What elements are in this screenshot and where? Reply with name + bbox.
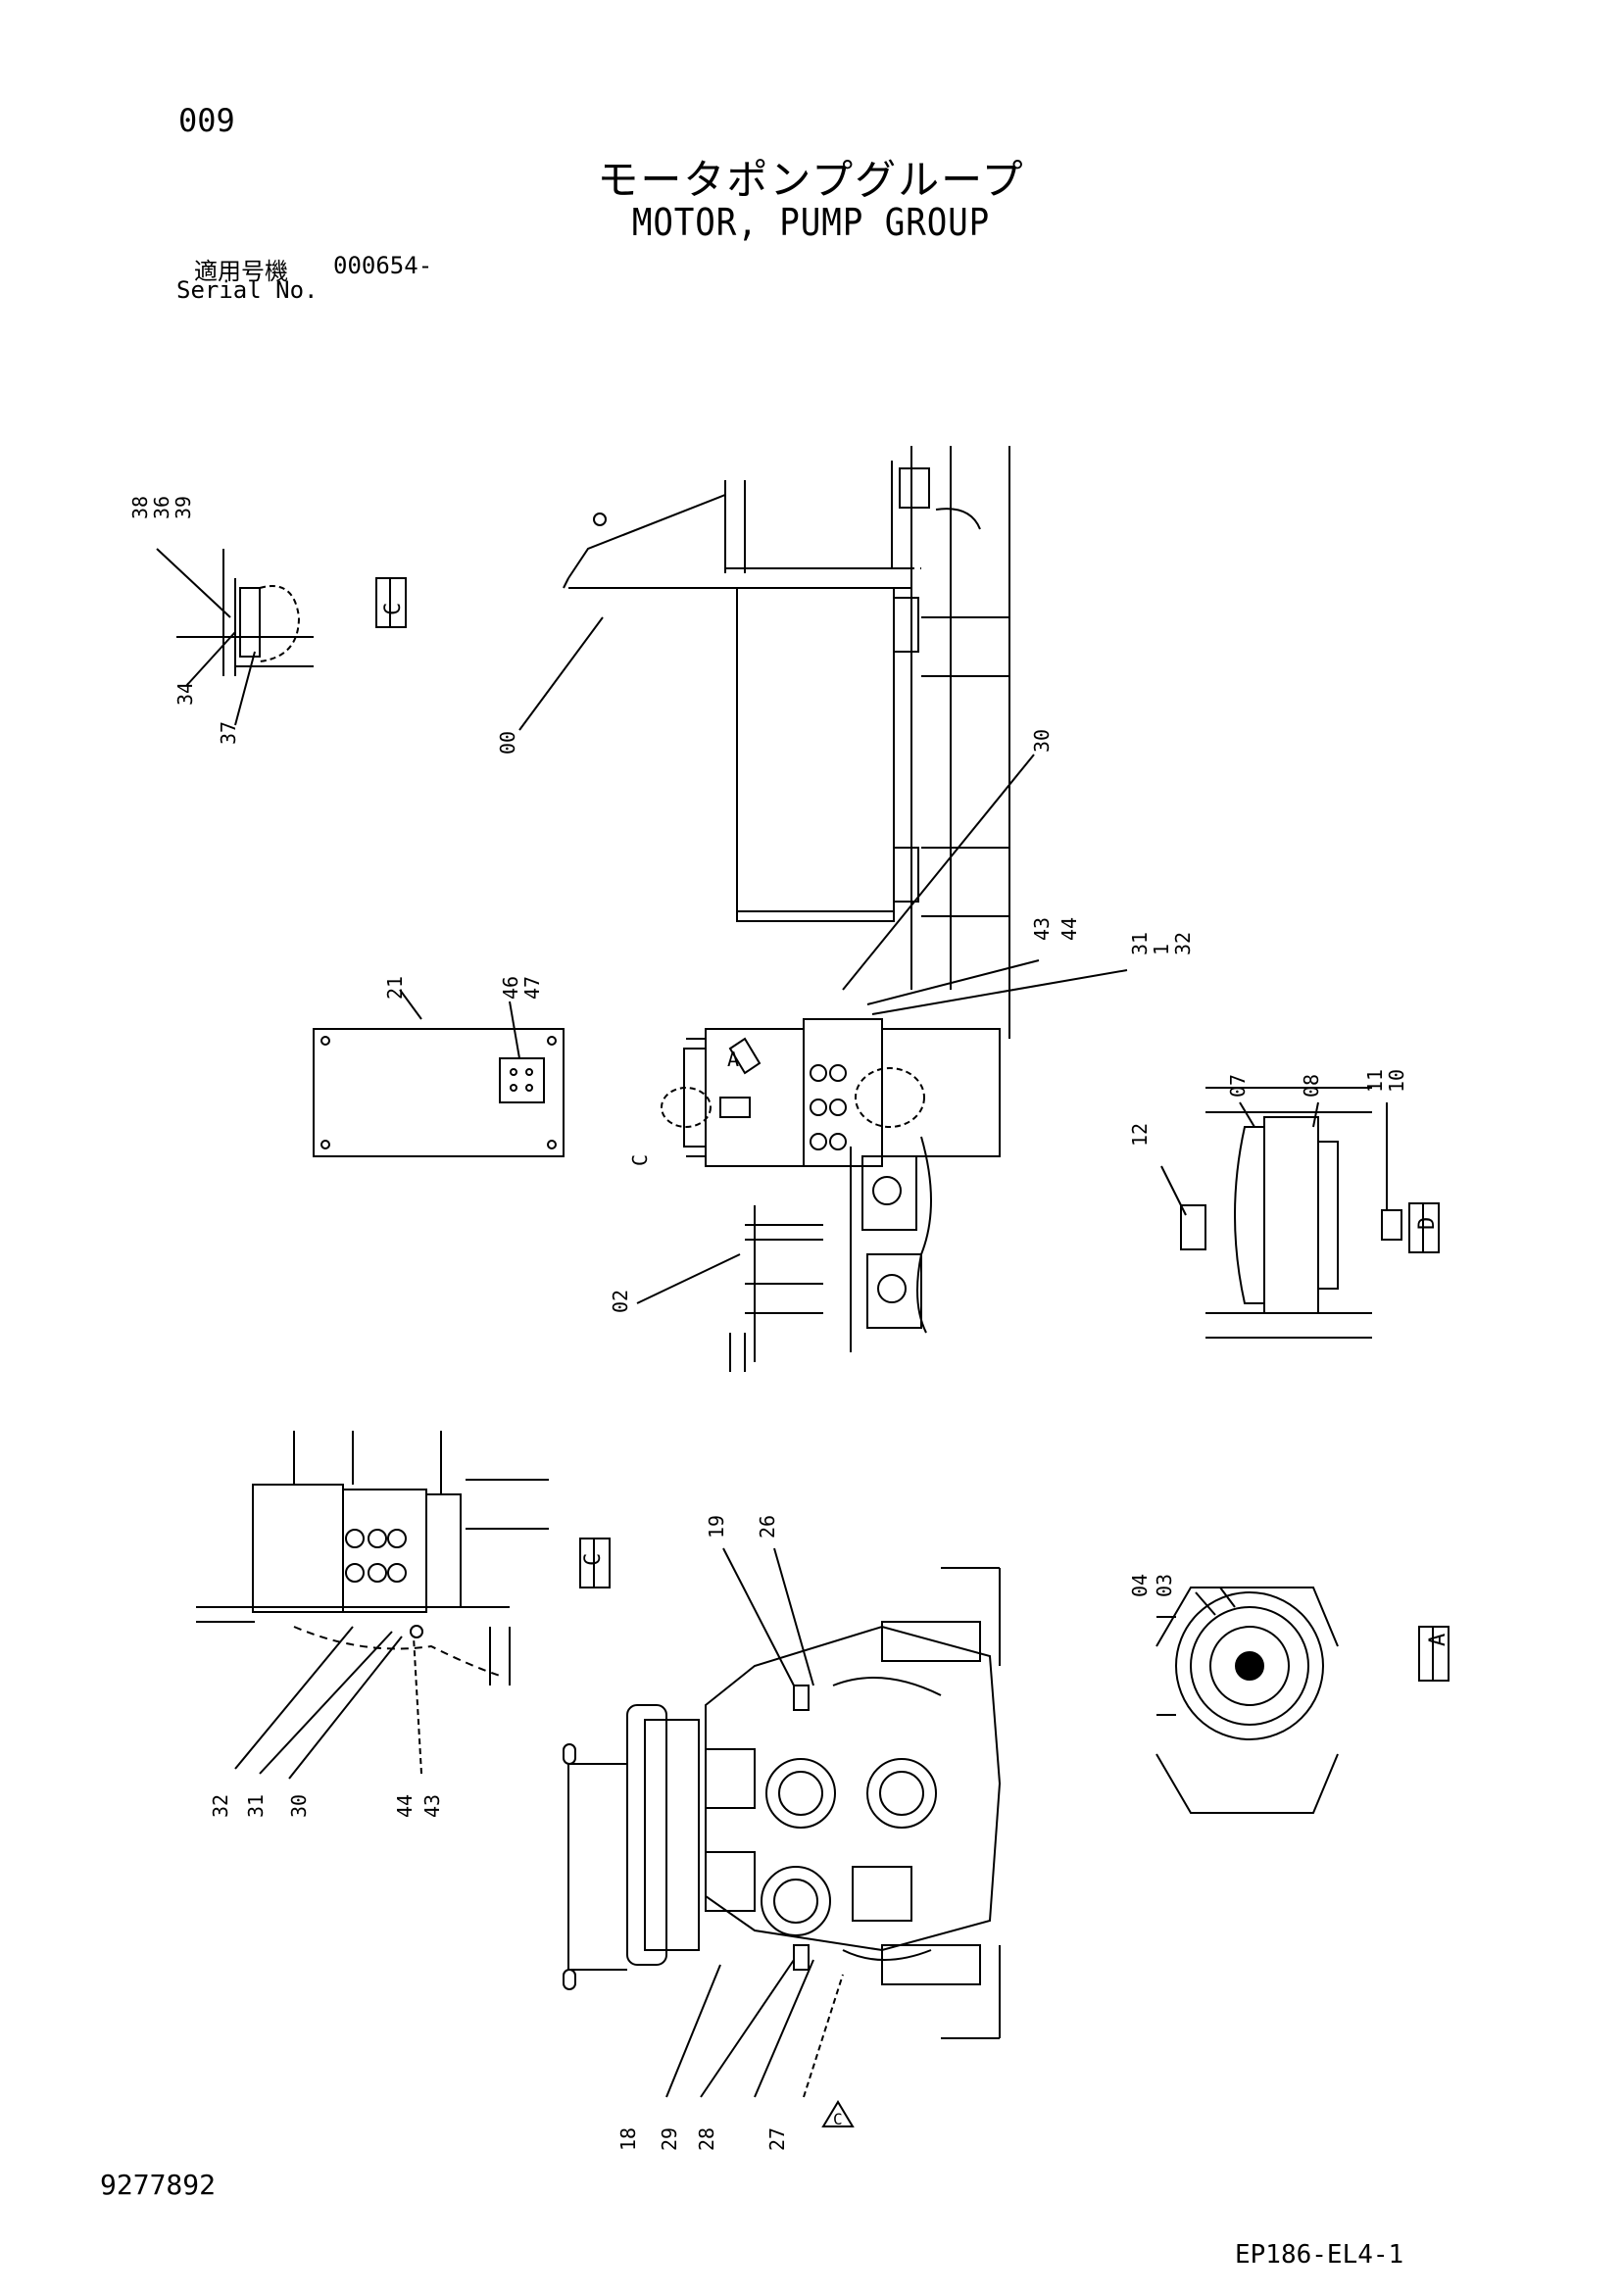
callout-label: 26 bbox=[756, 1515, 779, 1539]
callout-label: 38 bbox=[128, 496, 152, 519]
callout-label: 36 bbox=[150, 496, 173, 519]
arrow-label: C bbox=[833, 2110, 843, 2128]
callout-label: 08 bbox=[1300, 1074, 1323, 1098]
callout-label: 34 bbox=[173, 682, 197, 706]
leader-lines-main bbox=[518, 616, 1128, 1304]
view-a-right bbox=[1155, 1587, 1450, 1814]
view-label: D bbox=[1415, 1217, 1440, 1230]
callout-label: 32 bbox=[1171, 932, 1195, 955]
callout-label: 18 bbox=[616, 2127, 640, 2151]
component-21-panel bbox=[313, 989, 565, 1157]
view-label: C bbox=[581, 1553, 606, 1566]
callouts-lower-left: 32 31 30 44 43 C bbox=[209, 1553, 606, 1818]
callout-label: 27 bbox=[765, 2127, 789, 2151]
callout-label: 43 bbox=[1030, 917, 1054, 941]
callout-label: 37 bbox=[217, 721, 240, 745]
bottom-assembly bbox=[563, 1567, 1002, 2039]
callout-label: C bbox=[628, 1154, 652, 1166]
callouts-top-left: 38 36 39 34 37 C bbox=[128, 496, 406, 745]
callout-label: 03 bbox=[1153, 1574, 1176, 1597]
callouts-main: 00 30 43 44 31 1 32 21 46 47 C 02 12 07 … bbox=[383, 729, 1408, 1313]
view-label: C bbox=[381, 603, 406, 615]
callout-label: 12 bbox=[1128, 1123, 1152, 1147]
callout-label: 21 bbox=[383, 976, 407, 1000]
callout-label: 1 bbox=[1150, 944, 1173, 955]
callouts-view-a: 04 03 A bbox=[1128, 1574, 1450, 1646]
callout-label: 47 bbox=[520, 976, 544, 1000]
view-c-lower-left bbox=[196, 1431, 611, 1780]
callout-label: 11 bbox=[1363, 1069, 1387, 1093]
callout-label: 00 bbox=[496, 731, 519, 755]
callout-label: 46 bbox=[499, 976, 522, 1000]
callouts-bottom: 19 26 18 29 28 27 C bbox=[616, 1515, 843, 2151]
callout-label: 43 bbox=[420, 1794, 444, 1818]
callout-label: 07 bbox=[1226, 1074, 1250, 1098]
main-assembly: A bbox=[563, 446, 1010, 1372]
callout-label: 10 bbox=[1385, 1069, 1408, 1093]
callout-label: 04 bbox=[1128, 1574, 1152, 1597]
view-label: A bbox=[1426, 1634, 1450, 1646]
callout-label: 29 bbox=[658, 2127, 681, 2151]
page-number: 009 bbox=[178, 102, 235, 139]
callout-label: 30 bbox=[1030, 729, 1054, 753]
callout-label: 31 bbox=[244, 1794, 268, 1818]
leader-lines-bottom bbox=[665, 1547, 855, 2127]
serial-value: 000654- bbox=[333, 252, 433, 279]
page-code: EP186-EL4-1 bbox=[1235, 2240, 1404, 2270]
callout-label: 30 bbox=[287, 1794, 311, 1818]
arrow-label: A bbox=[727, 1048, 739, 1071]
callout-label: 19 bbox=[705, 1515, 728, 1539]
serial-label-en: Serial No. bbox=[176, 276, 319, 304]
page-title-en: MOTOR, PUMP GROUP bbox=[631, 201, 991, 244]
callout-label: 44 bbox=[393, 1794, 417, 1818]
serial-label-jp: 適用号機 bbox=[194, 258, 288, 285]
callout-label: 02 bbox=[609, 1290, 632, 1313]
document-number: 9277892 bbox=[100, 2169, 217, 2201]
callout-label: 44 bbox=[1057, 917, 1081, 941]
callout-label: 28 bbox=[695, 2127, 718, 2151]
callout-label: 32 bbox=[209, 1794, 232, 1818]
page-title-jp: モータポンプグループ bbox=[597, 156, 1025, 204]
detail-top-left bbox=[156, 548, 407, 726]
callout-label: 31 bbox=[1128, 932, 1152, 955]
detail-d bbox=[1160, 1087, 1440, 1339]
callout-label: 39 bbox=[172, 496, 195, 519]
